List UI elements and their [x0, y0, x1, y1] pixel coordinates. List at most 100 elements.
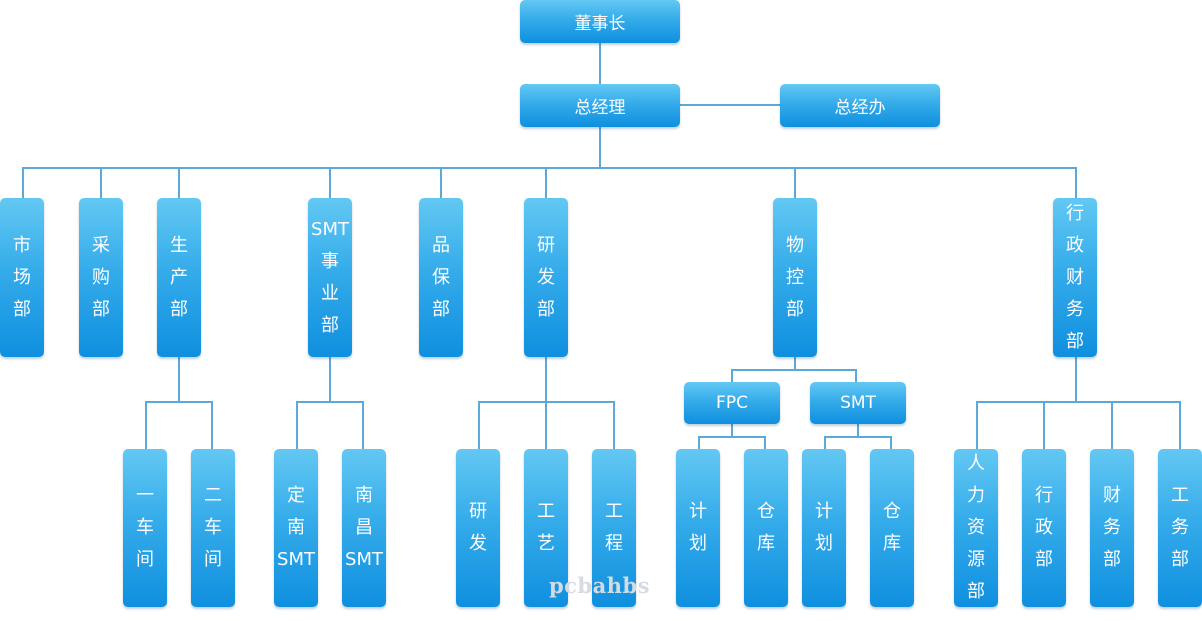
node-fpc: FPC [684, 382, 780, 424]
connector [545, 167, 547, 198]
node-label: 生 产 部 [170, 234, 188, 320]
node-label: 仓 库 [757, 501, 775, 554]
connector [824, 436, 826, 449]
connector [145, 401, 213, 403]
node-label: 工 艺 [537, 501, 555, 554]
node-label: 计 划 [815, 501, 833, 554]
connector [329, 167, 331, 198]
node-dingnan-smt: 定 南 SMT [274, 449, 318, 607]
connector [794, 167, 796, 198]
node-general-manager: 总经理 [520, 84, 680, 127]
connector [698, 436, 700, 449]
connector [698, 436, 766, 438]
node-market-dept: 市 场 部 [0, 198, 44, 357]
connector [890, 436, 892, 449]
connector [178, 357, 180, 402]
node-label: 物 控 部 [786, 234, 804, 320]
node-rnd-dept: 研 发 部 [524, 198, 568, 357]
node-smt-division: SMT 事 业 部 [308, 198, 352, 357]
watermark: pcbahbs [549, 573, 651, 598]
node-smt: SMT [810, 382, 906, 424]
connector [1111, 401, 1113, 449]
node-label: SMT [840, 393, 876, 413]
connector [100, 167, 102, 198]
connector [599, 127, 601, 169]
connector [362, 401, 364, 449]
node-label: 行 政 财 务 部 [1066, 202, 1084, 352]
connector [613, 401, 615, 449]
node-smt-plan: 计 划 [802, 449, 846, 607]
connector [794, 357, 796, 370]
connector [855, 369, 857, 382]
node-label: 计 划 [689, 501, 707, 554]
connector [478, 401, 480, 449]
node-union-dept: 工 务 部 [1158, 449, 1202, 607]
connector [599, 43, 601, 85]
connector [731, 369, 857, 371]
node-smt-warehouse: 仓 库 [870, 449, 914, 607]
node-gm-office: 总经办 [780, 84, 940, 127]
connector [976, 401, 978, 449]
node-label: 财 务 部 [1103, 485, 1121, 570]
connector [1075, 167, 1077, 198]
node-workshop-2: 二 车 间 [191, 449, 235, 607]
node-finance-dept: 财 务 部 [1090, 449, 1134, 607]
connector [731, 424, 733, 437]
node-purchase-dept: 采 购 部 [79, 198, 123, 357]
connector [824, 436, 892, 438]
node-label: 一 车 间 [136, 485, 154, 570]
connector [545, 401, 547, 449]
node-label: 工 务 部 [1171, 485, 1189, 570]
node-label: SMT 事 业 部 [311, 218, 349, 336]
node-admin-finance-dept: 行 政 财 务 部 [1053, 198, 1097, 357]
node-workshop-1: 一 车 间 [123, 449, 167, 607]
connector [976, 401, 1181, 403]
connector [1075, 357, 1077, 402]
node-hr-dept: 人 力 资 源 部 [954, 449, 998, 607]
node-label: 采 购 部 [92, 234, 110, 320]
node-fpc-warehouse: 仓 库 [744, 449, 788, 607]
connector [764, 436, 766, 449]
connector [1043, 401, 1045, 449]
node-qa-dept: 品 保 部 [419, 198, 463, 357]
connector [145, 401, 147, 449]
node-label: 总经理 [574, 98, 626, 118]
node-label: 行 政 部 [1035, 485, 1053, 570]
node-label: 定 南 SMT [277, 485, 315, 570]
node-engineering: 工 程 [592, 449, 636, 607]
node-fpc-plan: 计 划 [676, 449, 720, 607]
node-label: 工 程 [605, 501, 623, 554]
node-label: 人 力 资 源 部 [967, 453, 985, 602]
node-chairman: 董事长 [520, 0, 680, 43]
connector [211, 401, 213, 449]
node-label: 研 发 [469, 501, 487, 554]
connector [296, 401, 364, 403]
connector [22, 167, 1077, 169]
node-process: 工 艺 [524, 449, 568, 607]
node-nanchang-smt: 南 昌 SMT [342, 449, 386, 607]
connector [178, 167, 180, 198]
connector [731, 369, 733, 382]
node-research: 研 发 [456, 449, 500, 607]
node-label: 董事长 [574, 14, 626, 34]
connector [680, 104, 780, 106]
connector [22, 167, 24, 198]
node-label: 研 发 部 [537, 234, 555, 320]
node-label: 仓 库 [883, 501, 901, 554]
node-admin-dept: 行 政 部 [1022, 449, 1066, 607]
connector [329, 357, 331, 402]
node-label: 品 保 部 [432, 234, 450, 320]
connector [857, 424, 859, 437]
node-label: 二 车 间 [204, 485, 222, 570]
node-label: 市 场 部 [13, 234, 31, 320]
node-label: FPC [716, 393, 748, 413]
connector [545, 357, 547, 402]
connector [296, 401, 298, 449]
node-label: 总经办 [834, 98, 886, 118]
connector [1179, 401, 1181, 449]
node-logistics-dept: 物 控 部 [773, 198, 817, 357]
node-label: 南 昌 SMT [345, 485, 383, 570]
connector [440, 167, 442, 198]
node-production-dept: 生 产 部 [157, 198, 201, 357]
